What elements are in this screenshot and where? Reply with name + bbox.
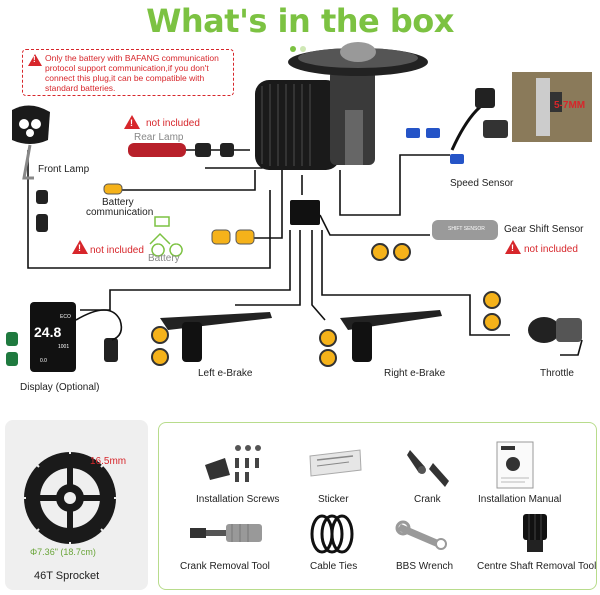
carousel-dot-1 [290, 46, 296, 52]
sprocket-size: 16.5mm [90, 456, 127, 467]
front-lamp-label: Front Lamp [38, 164, 90, 175]
battery-notice-box [22, 49, 234, 96]
sprocket-name: 46T Sprocket [34, 570, 100, 582]
accessory-installation-manual: Installation Manual [478, 494, 562, 505]
display-sub: 0.0 [40, 358, 47, 364]
crank-icon [407, 450, 449, 487]
throttle-label: Throttle [540, 368, 574, 379]
display-label: Display (Optional) [20, 382, 100, 393]
accessory-crank-removal-tool: Crank Removal Tool [180, 561, 270, 572]
carousel-dot-2 [300, 46, 306, 52]
battery-comm-label-2: communication [86, 207, 154, 218]
not-included-gear-shift: not included [524, 244, 578, 255]
wiring-diagram [6, 42, 592, 372]
accessory-sticker: Sticker [318, 494, 349, 505]
warning-icon: ! [28, 54, 42, 66]
rear-lamp-label: Rear Lamp [134, 132, 184, 143]
accessory-cable-ties: Cable Ties [310, 561, 358, 572]
warning-icon-battery: ! [72, 240, 88, 254]
sprocket-diameter: Φ7.36" (18.7cm) [30, 547, 96, 557]
display-value: 24.8 [34, 324, 62, 340]
cable-ties-icon [310, 514, 354, 554]
battery-label: Battery [148, 253, 180, 264]
warning-icon-gear-shift: ! [505, 240, 521, 254]
accessory-crank: Crank [414, 494, 441, 505]
installation-manual-icon [496, 441, 534, 489]
gear-shift-sensor-label: Gear Shift Sensor [504, 224, 584, 235]
centre-shaft-removal-tool-icon [523, 514, 547, 552]
front-lamp-illustration [12, 105, 50, 180]
battery-comm-label-1: Battery [102, 197, 134, 208]
not-included-battery: not included [90, 245, 144, 256]
motor-unit [255, 42, 428, 170]
accessory-centre-shaft-removal-tool: Centre Shaft Removal Tool [477, 561, 597, 572]
installation-screws-icon [205, 445, 261, 482]
not-included-rear-lamp: not included [146, 118, 200, 129]
display-odo: 1001 [58, 344, 70, 350]
accessory-bbs-wrench: BBS Wrench [396, 561, 454, 572]
left-brake-label: Left e-Brake [198, 368, 253, 379]
warning-icon-rear-lamp: ! [124, 115, 140, 129]
crank-removal-tool-icon [190, 524, 262, 542]
bbs-wrench-icon [395, 520, 447, 550]
page-title: What's in the box [146, 2, 454, 40]
sprocket-illustration [22, 450, 118, 546]
display-eco: ECO [60, 314, 71, 320]
sticker-icon [309, 449, 362, 477]
size-marker: 5-7MM [554, 100, 586, 111]
battery-notice-text: Only the battery with BAFANG communicati… [45, 53, 219, 93]
right-brake-label: Right e-Brake [384, 368, 446, 379]
speed-sensor-label: Speed Sensor [450, 178, 514, 189]
gear-shift-sensor-text: SHIFT SENSOR [448, 226, 485, 232]
accessory-installation-screws: Installation Screws [196, 494, 280, 505]
